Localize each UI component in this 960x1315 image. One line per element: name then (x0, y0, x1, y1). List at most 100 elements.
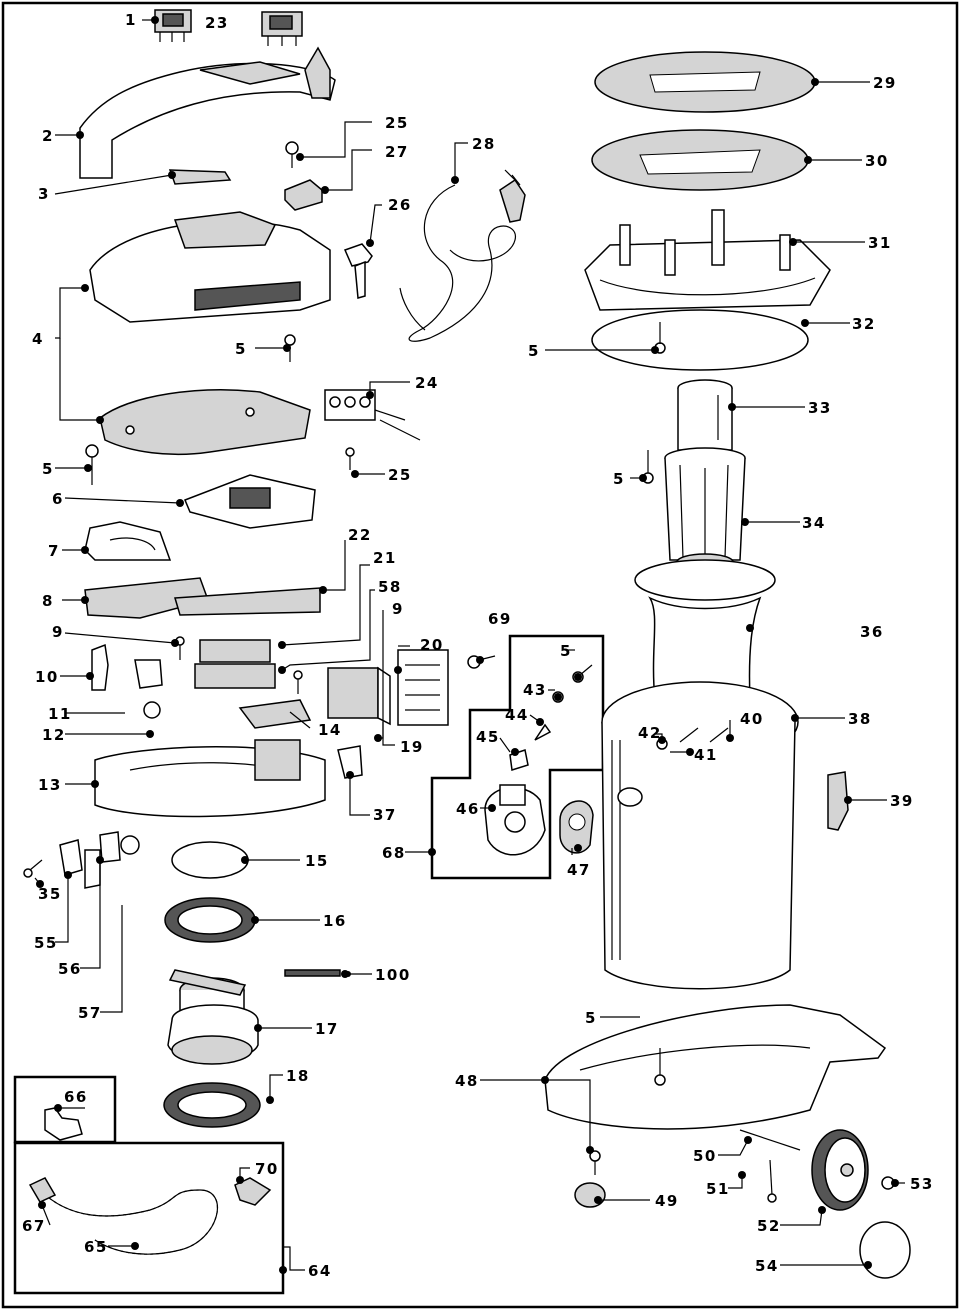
board-21-22 (194, 639, 276, 689)
label-41: 41 (694, 746, 718, 764)
cover-54 (859, 1221, 911, 1279)
label-33: 33 (808, 399, 832, 417)
clip-27 (284, 179, 323, 211)
latch-39 (827, 771, 849, 831)
switch-box-19 (327, 666, 391, 726)
screw-25-low (345, 447, 355, 470)
label-20: 20 (420, 636, 444, 654)
label-6: 6 (52, 490, 64, 508)
label-24: 24 (415, 374, 439, 392)
label-67: 67 (22, 1217, 46, 1235)
nozzle-66 (44, 1107, 83, 1141)
label-9-a: 9 (52, 623, 64, 641)
label-43: 43 (523, 681, 547, 699)
latch-3 (168, 169, 232, 185)
switch-23 (261, 11, 303, 46)
label-38: 38 (848, 710, 872, 728)
spring-44 (534, 723, 552, 741)
label-35: 35 (38, 885, 62, 903)
label-2: 2 (42, 127, 54, 145)
fan-housing-46 (484, 784, 546, 856)
thermostat-11 (143, 701, 161, 719)
label-7: 7 (48, 542, 60, 560)
label-31: 31 (868, 234, 892, 252)
brush-100 (284, 969, 341, 977)
pcb-14 (238, 699, 312, 729)
label-12: 12 (42, 726, 66, 744)
label-48: 48 (455, 1072, 479, 1090)
label-32: 32 (852, 315, 876, 333)
plug-holder-26 (343, 243, 373, 299)
label-25-top: 25 (385, 114, 409, 132)
label-100: 100 (375, 966, 411, 984)
label-8: 8 (42, 592, 54, 610)
label-47: 47 (567, 861, 591, 879)
label-65: 65 (84, 1238, 108, 1256)
label-16: 16 (323, 912, 347, 930)
part-numbers: 1 23 2 3 25 27 28 26 4 5 24 5 25 6 7 22 … (22, 11, 932, 1280)
label-1: 1 (125, 11, 137, 29)
label-21: 21 (373, 549, 397, 567)
label-64: 64 (308, 1262, 332, 1280)
terminal-block-24 (324, 389, 421, 441)
label-26: 26 (388, 196, 412, 214)
detail-box-68 (430, 634, 605, 880)
label-25-low: 25 (388, 466, 412, 484)
label-34: 34 (802, 514, 826, 532)
label-30: 30 (865, 152, 889, 170)
tank-38 (601, 681, 799, 990)
label-50: 50 (693, 1147, 717, 1165)
screw-35 (23, 859, 43, 878)
label-18: 18 (286, 1067, 310, 1085)
label-42: 42 (638, 724, 662, 742)
label-17: 17 (315, 1020, 339, 1038)
filter-cage-34 (664, 447, 746, 571)
base-plate (99, 389, 311, 456)
label-5-left: 5 (42, 460, 54, 478)
label-5-base: 5 (585, 1009, 597, 1027)
label-54: 54 (755, 1257, 779, 1275)
label-68: 68 (382, 844, 406, 862)
label-5-right: 5 (528, 342, 540, 360)
power-cord-28 (399, 169, 526, 342)
switch-1 (154, 9, 192, 42)
label-44: 44 (505, 706, 529, 724)
label-39: 39 (890, 792, 914, 810)
label-46: 46 (456, 800, 480, 818)
label-3: 3 (38, 185, 50, 203)
bracket-6 (184, 474, 316, 529)
guide-7 (84, 521, 172, 561)
ring-32 (591, 309, 809, 371)
label-10: 10 (35, 668, 59, 686)
carry-handle (79, 46, 336, 179)
seal-strips-8 (84, 577, 321, 619)
connector-10 (91, 643, 163, 691)
filter-housing-31 (584, 209, 831, 311)
label-55: 55 (34, 934, 58, 952)
bag-ring (634, 559, 776, 601)
screw-5-left (85, 444, 99, 485)
top-housing-4 (89, 211, 331, 323)
label-28: 28 (472, 135, 496, 153)
bracket-37 (337, 745, 363, 779)
label-5-box: 5 (560, 642, 572, 660)
box-64 (13, 1141, 285, 1295)
gasket-47 (559, 800, 594, 854)
label-15: 15 (305, 852, 329, 870)
label-23: 23 (205, 14, 229, 32)
label-22: 22 (348, 526, 372, 544)
filter-33 (677, 379, 733, 451)
label-51: 51 (706, 1180, 730, 1198)
label-40: 40 (740, 710, 764, 728)
label-37: 37 (373, 806, 397, 824)
wheel-52 (811, 1129, 869, 1211)
label-13: 13 (38, 776, 62, 794)
label-66: 66 (64, 1088, 88, 1106)
foam-disc-29 (594, 51, 816, 113)
ring-15 (171, 841, 249, 879)
label-14: 14 (318, 721, 342, 739)
motor-17 (167, 969, 259, 1065)
label-19: 19 (400, 738, 424, 756)
label-11: 11 (48, 705, 72, 723)
